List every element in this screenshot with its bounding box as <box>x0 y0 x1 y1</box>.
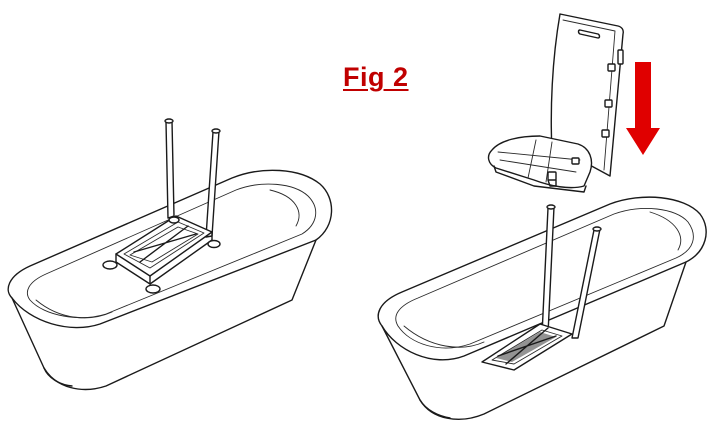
figure-label: Fig 2 <box>343 62 409 92</box>
down-arrow <box>626 62 660 155</box>
bath-seat <box>487 13 624 193</box>
lift-frame-in-tub <box>481 204 602 371</box>
bathtub-right <box>377 196 707 420</box>
lift-frame <box>102 118 221 294</box>
arrow-down-icon <box>626 62 660 155</box>
